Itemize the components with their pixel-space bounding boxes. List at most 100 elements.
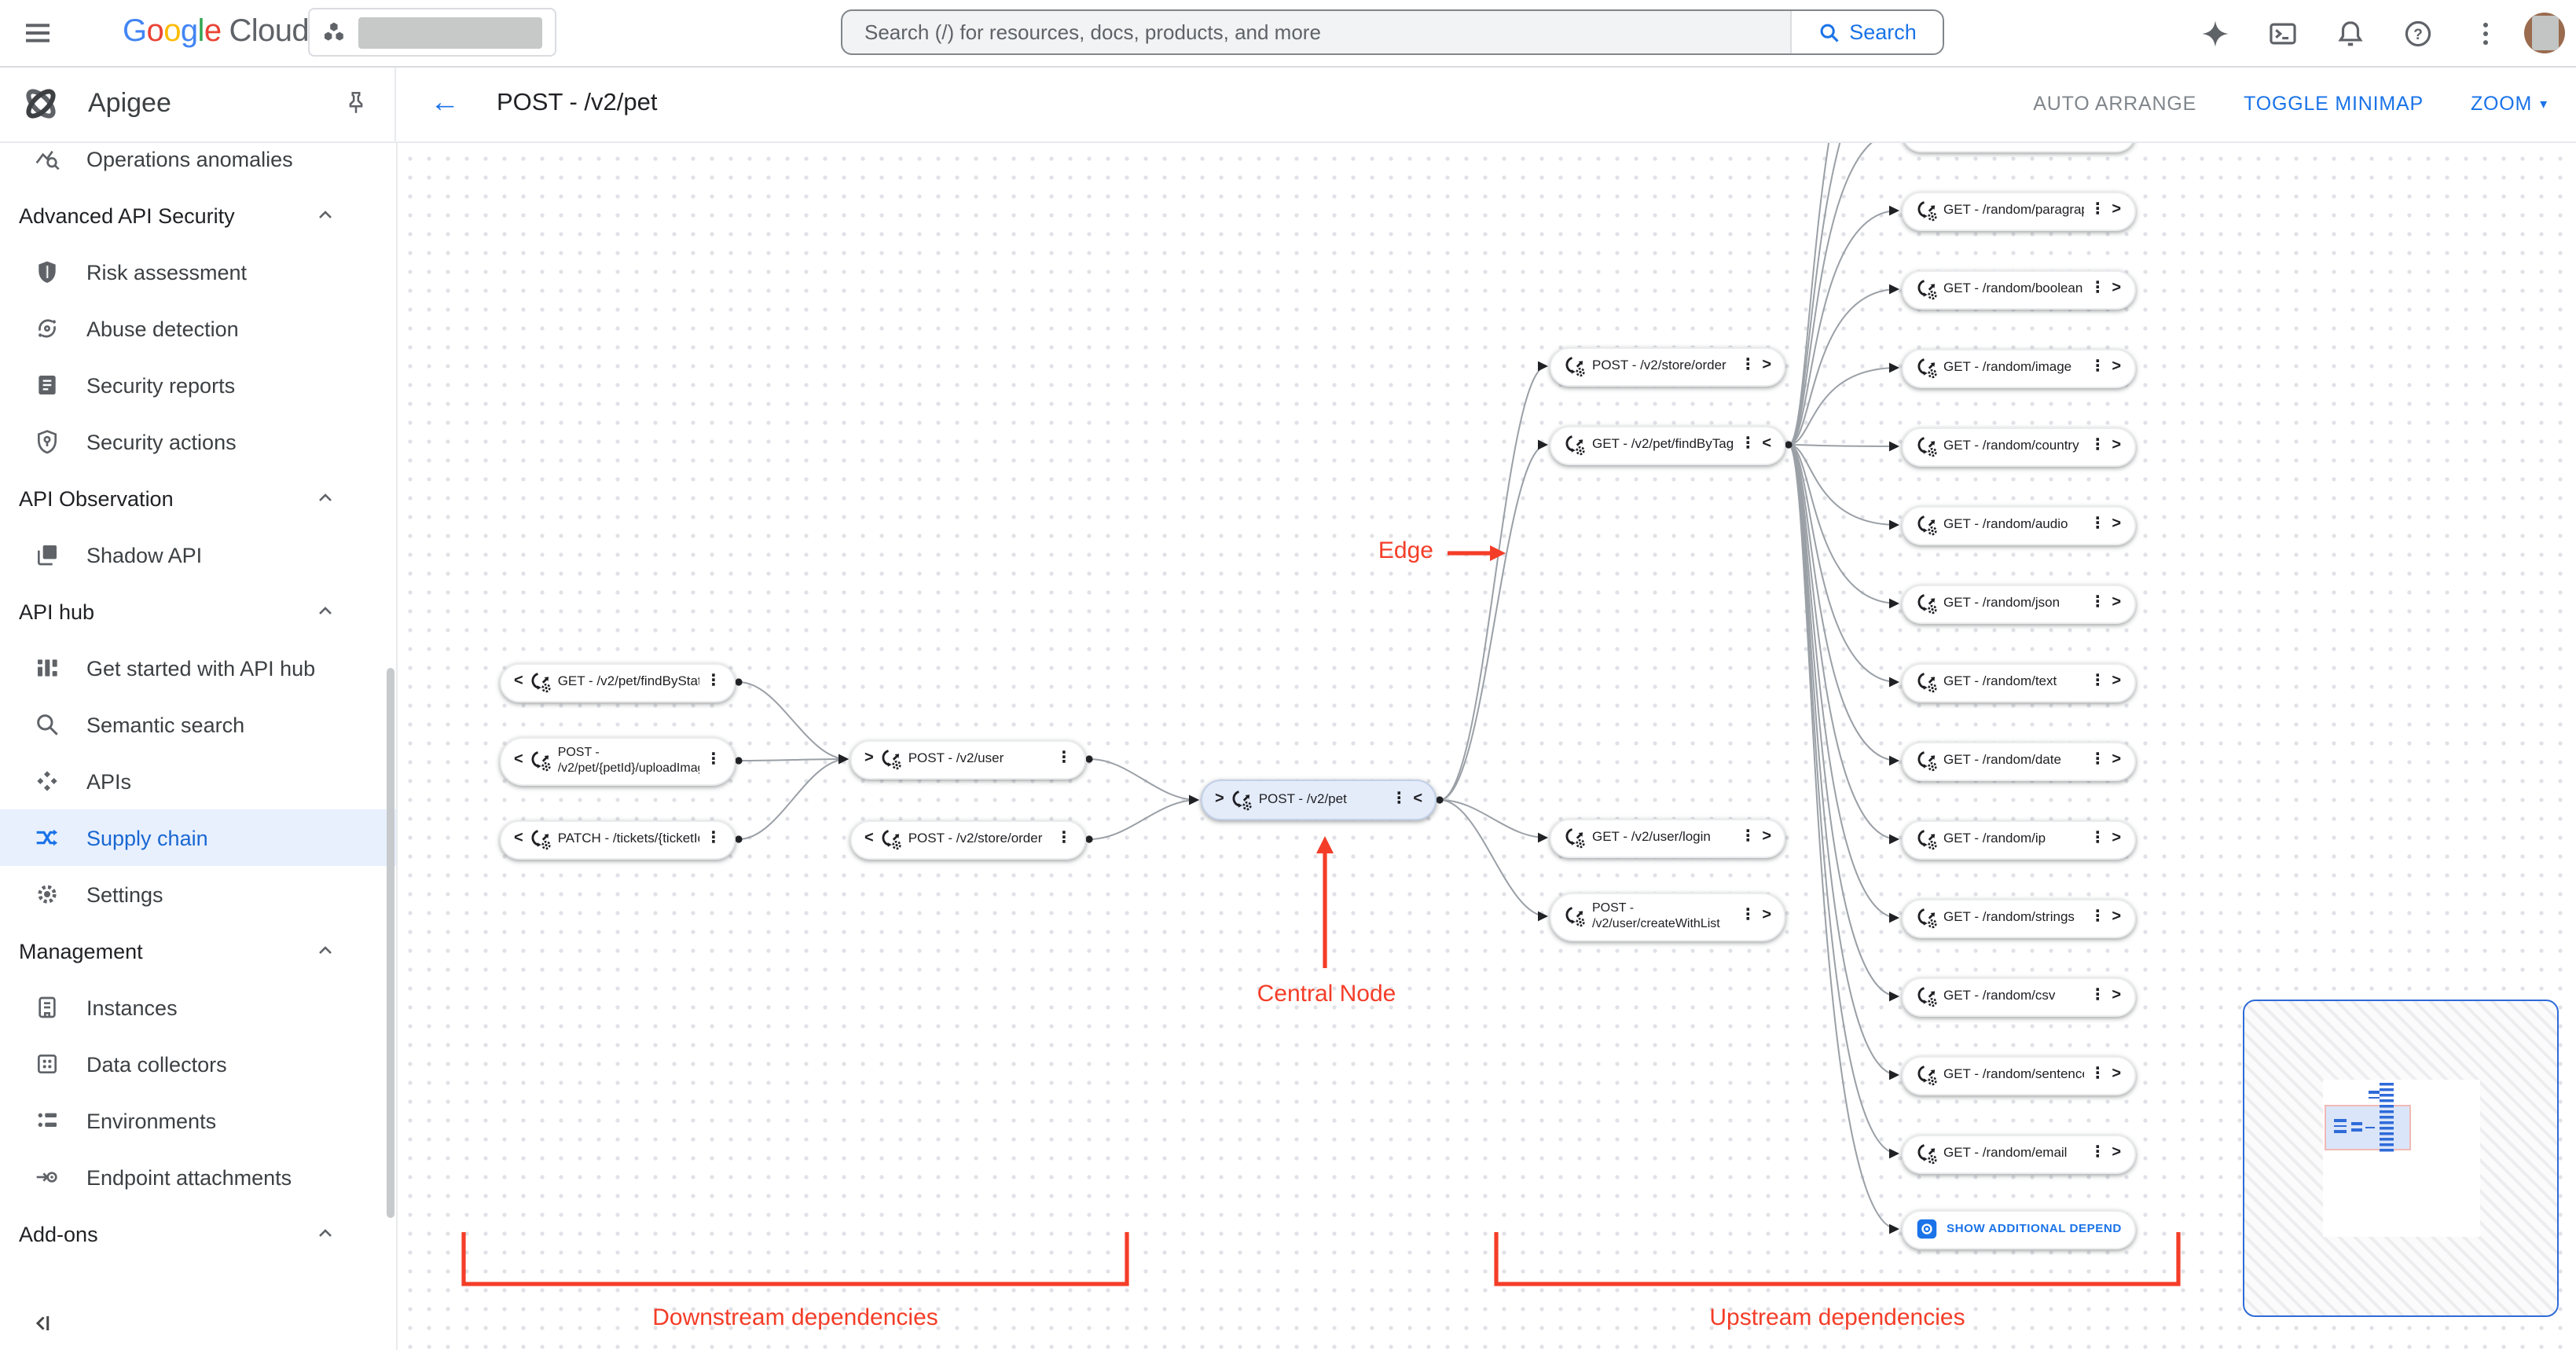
zoom-button[interactable]: ZOOM▾ xyxy=(2471,93,2548,115)
sidebar-item-environments[interactable]: Environments xyxy=(0,1092,396,1149)
node-menu-icon[interactable]: ⋮ xyxy=(2090,437,2106,454)
graph-node[interactable]: POST - /v2/store/order⋮> xyxy=(1550,347,1785,386)
expand-right-icon[interactable]: > xyxy=(1762,907,1771,924)
expand-right-icon[interactable]: > xyxy=(2112,1144,2121,1161)
expand-right-icon[interactable]: > xyxy=(2112,594,2121,611)
sidebar-item-settings[interactable]: Settings xyxy=(0,866,396,923)
graph-node[interactable]: GET - /random/csv⋮> xyxy=(1901,977,2135,1016)
node-menu-icon[interactable]: ⋮ xyxy=(706,830,721,847)
sidebar-item-risk-assessment[interactable]: Risk assessment xyxy=(0,244,396,300)
search-button[interactable]: Search xyxy=(1790,11,1943,53)
expand-right-icon[interactable]: > xyxy=(2112,830,2121,847)
avatar[interactable] xyxy=(2524,13,2565,53)
sidebar-item-instances[interactable]: Instances xyxy=(0,979,396,1036)
node-menu-icon[interactable]: ⋮ xyxy=(1740,435,1756,453)
node-menu-icon[interactable]: ⋮ xyxy=(2090,280,2106,297)
pin-icon[interactable] xyxy=(343,90,369,116)
expand-right-icon[interactable]: > xyxy=(2112,280,2121,297)
graph-node[interactable]: GET - /random/paragraph⋮> xyxy=(1901,191,2135,230)
expand-right-icon[interactable]: > xyxy=(2112,358,2121,376)
hamburger-menu-icon[interactable] xyxy=(22,17,53,49)
graph-node[interactable]: <GET - /v2/pet/findByStatus⋮ xyxy=(500,662,736,702)
toggle-minimap-button[interactable]: TOGGLE MINIMAP xyxy=(2244,93,2424,115)
expand-right-icon[interactable]: > xyxy=(1762,357,1771,374)
expand-left-icon[interactable]: > xyxy=(864,750,874,767)
central-graph-node[interactable]: >POST - /v2/pet⋮< xyxy=(1201,780,1437,820)
node-menu-icon[interactable]: ⋮ xyxy=(2090,987,2106,1004)
graph-node[interactable]: GET - /random/strings⋮> xyxy=(1901,898,2135,937)
minimap[interactable] xyxy=(2243,1000,2559,1317)
expand-right-icon[interactable]: > xyxy=(2112,201,2121,218)
node-menu-icon[interactable]: ⋮ xyxy=(1391,791,1407,808)
sidebar-section-management[interactable]: Management xyxy=(0,923,396,979)
node-menu-icon[interactable]: ⋮ xyxy=(1056,830,1072,847)
graph-node[interactable]: GET - /random/image⋮> xyxy=(1901,348,2135,387)
sidebar-item-semantic-search[interactable]: Semantic search xyxy=(0,696,396,753)
node-menu-icon[interactable]: ⋮ xyxy=(706,673,721,690)
sidebar-item-abuse-detection[interactable]: Abuse detection xyxy=(0,300,396,357)
auto-arrange-button[interactable]: AUTO ARRANGE xyxy=(2033,93,2196,115)
expand-right-icon[interactable]: > xyxy=(2112,673,2121,690)
node-menu-icon[interactable]: ⋮ xyxy=(2090,751,2106,769)
node-menu-icon[interactable]: ⋮ xyxy=(1740,357,1756,374)
node-menu-icon[interactable]: ⋮ xyxy=(2090,1144,2106,1161)
node-menu-icon[interactable]: ⋮ xyxy=(1740,907,1756,924)
node-menu-icon[interactable]: ⋮ xyxy=(2090,908,2106,926)
help-icon[interactable]: ? xyxy=(2403,18,2433,48)
search-input[interactable] xyxy=(842,20,1790,44)
collapse-right-icon[interactable]: < xyxy=(1762,435,1771,453)
sidebar-item-apis[interactable]: APIs xyxy=(0,753,396,809)
collapse-left-icon[interactable]: < xyxy=(514,830,523,847)
sidebar-item-endpoint-attachments[interactable]: Endpoint attachments xyxy=(0,1149,396,1205)
graph-node[interactable]: GET - /random/date⋮> xyxy=(1901,741,2135,780)
node-menu-icon[interactable]: ⋮ xyxy=(2090,594,2106,611)
sidebar-item-supply-chain[interactable]: Supply chain xyxy=(0,809,396,866)
sidebar-item-shadow-api[interactable]: Shadow API xyxy=(0,526,396,583)
expand-right-icon[interactable]: > xyxy=(2112,751,2121,769)
expand-right-icon[interactable]: > xyxy=(2112,987,2121,1004)
node-menu-icon[interactable]: ⋮ xyxy=(1740,828,1756,846)
cloud-shell-icon[interactable] xyxy=(2268,18,2298,48)
collapse-left-icon[interactable]: < xyxy=(514,751,523,769)
expand-right-icon[interactable]: > xyxy=(2112,515,2121,533)
graph-node[interactable]: GET - /random/country⋮> xyxy=(1901,427,2135,466)
graph-node[interactable]: GET - /random/sentence⋮> xyxy=(1901,1055,2135,1095)
more-options-icon[interactable] xyxy=(2471,18,2501,48)
expand-left-icon[interactable]: > xyxy=(1215,791,1224,808)
graph-node[interactable]: GET - /random/json⋮> xyxy=(1901,584,2135,623)
expand-right-icon[interactable]: > xyxy=(2112,1066,2121,1083)
graph-node[interactable]: >POST - /v2/user⋮ xyxy=(850,739,1086,779)
sidebar-item-security-actions[interactable]: Security actions xyxy=(0,413,396,470)
show-additional-dependencies-button[interactable]: SHOW ADDITIONAL DEPENDENCIES xyxy=(1901,1209,2135,1249)
node-menu-icon[interactable]: ⋮ xyxy=(2090,673,2106,690)
sidebar-section-add-ons[interactable]: Add-ons xyxy=(0,1205,396,1262)
graph-node[interactable]: GET - /v2/user/login⋮> xyxy=(1550,818,1785,857)
node-menu-icon[interactable]: ⋮ xyxy=(2090,830,2106,847)
graph-node[interactable]: <POST - /v2/store/order⋮ xyxy=(850,820,1086,859)
sidebar-section-advanced-api-security[interactable]: Advanced API Security xyxy=(0,187,396,244)
graph-node[interactable]: <POST -/v2/pet/{petId}/uploadImage⋮ xyxy=(500,736,736,785)
collapse-right-icon[interactable]: < xyxy=(1413,791,1422,808)
collapse-left-icon[interactable]: < xyxy=(864,830,874,847)
graph-node[interactable]: POST -/v2/user/createWithList⋮> xyxy=(1550,892,1785,941)
graph-node[interactable]: GET - /random/boolean⋮> xyxy=(1901,270,2135,309)
expand-right-icon[interactable]: > xyxy=(1762,828,1771,846)
node-menu-icon[interactable]: ⋮ xyxy=(2090,515,2106,533)
sidebar-section-api-observation[interactable]: API Observation xyxy=(0,470,396,526)
project-switcher[interactable] xyxy=(308,8,556,57)
collapse-left-icon[interactable]: < xyxy=(514,673,523,690)
notifications-icon[interactable] xyxy=(2336,18,2365,48)
expand-right-icon[interactable]: > xyxy=(2112,908,2121,926)
collapse-sidebar-icon[interactable] xyxy=(28,1309,57,1337)
sidebar-item-data-collectors[interactable]: Data collectors xyxy=(0,1036,396,1092)
sidebar-item-security-reports[interactable]: Security reports xyxy=(0,357,396,413)
graph-node[interactable]: <PATCH - /tickets/{ticketId}⋮ xyxy=(500,820,736,859)
expand-right-icon[interactable]: > xyxy=(2112,437,2121,454)
graph-node[interactable]: GET - /v2/pet/findByTags⋮< xyxy=(1550,425,1785,464)
graph-node[interactable]: GET - /random/email⋮> xyxy=(1901,1134,2135,1173)
node-menu-icon[interactable]: ⋮ xyxy=(2090,1066,2106,1083)
node-menu-icon[interactable]: ⋮ xyxy=(2090,201,2106,218)
sidebar-section-api-hub[interactable]: API hub xyxy=(0,583,396,640)
graph-node[interactable]: GET - /random/audio⋮> xyxy=(1901,505,2135,545)
